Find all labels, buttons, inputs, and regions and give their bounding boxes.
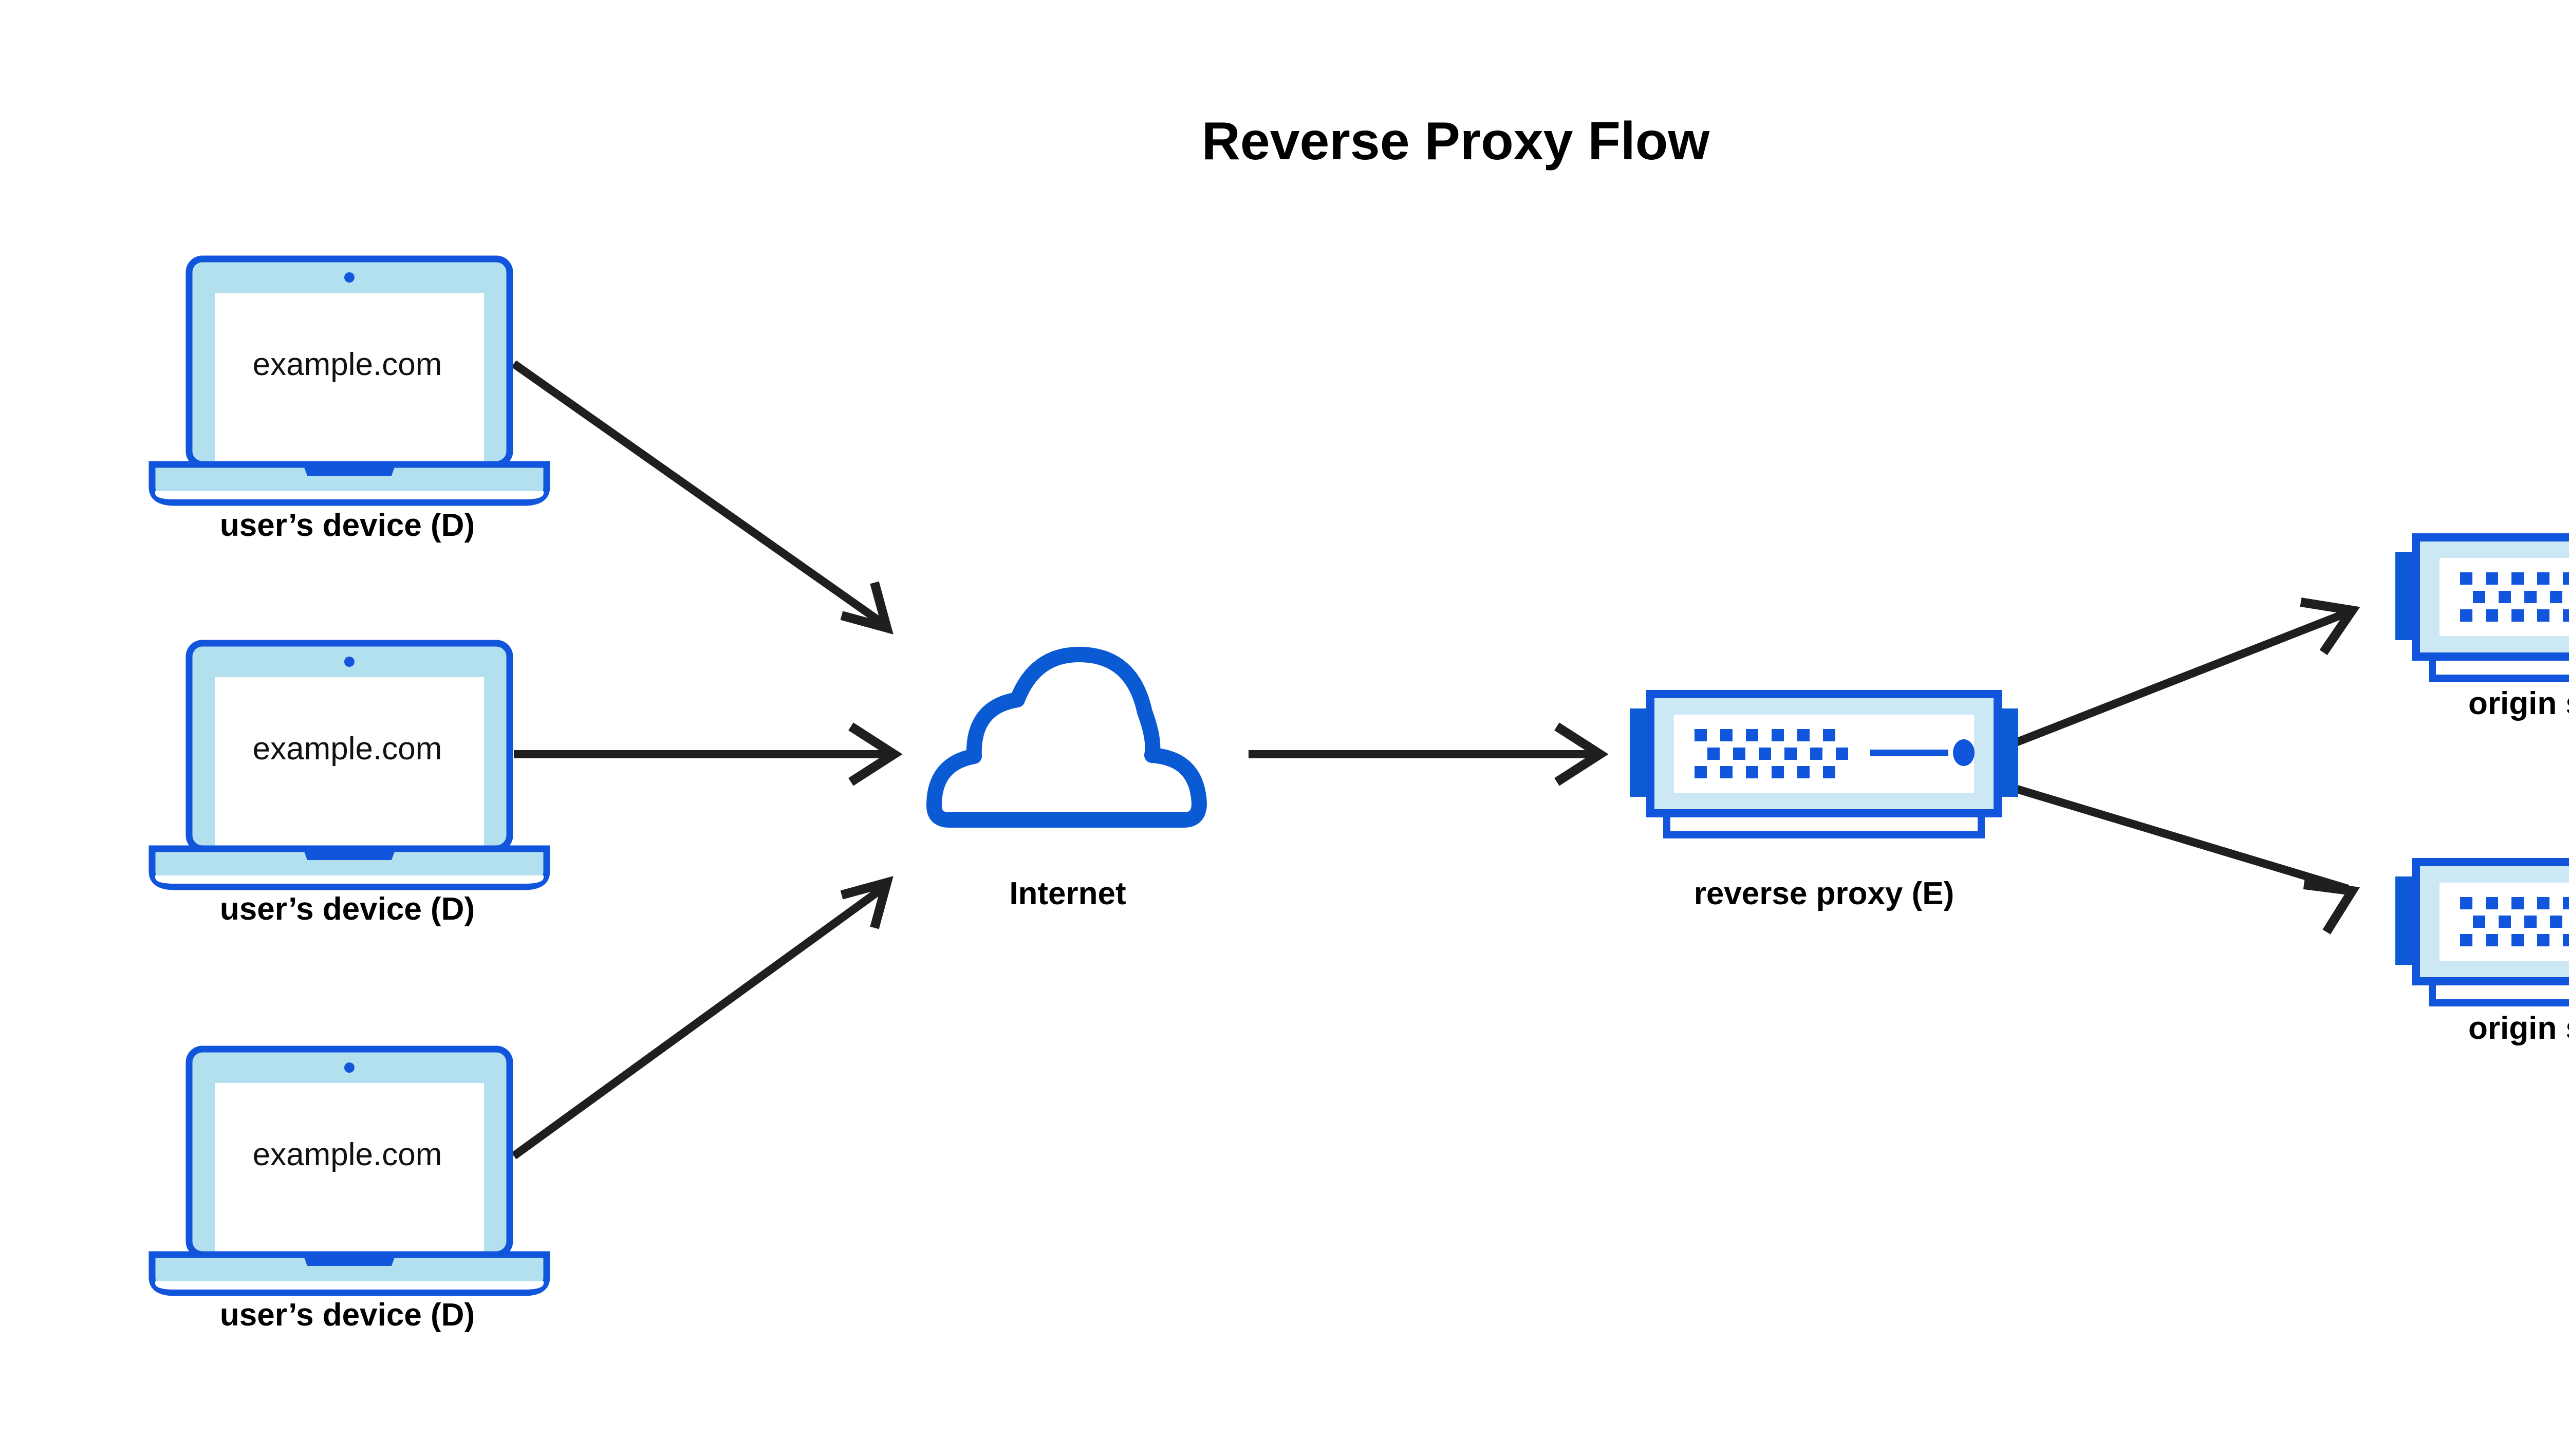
edge-proxy-to-origin-top <box>2005 598 2360 750</box>
edge-client-top-to-internet <box>511 360 893 634</box>
server-icon <box>2395 537 2569 678</box>
origin-server-node-bottom[interactable]: origin server (F) <box>2395 862 2569 1046</box>
server-icon <box>2395 862 2569 1003</box>
origin-server-node-top[interactable]: origin server (F) <box>2395 537 2569 721</box>
edges-layer <box>511 360 2360 1160</box>
edge-client-middle-to-internet <box>514 722 903 786</box>
edge-internet-to-proxy <box>1249 722 1609 786</box>
page-title: Reverse Proxy Flow <box>1202 111 1710 171</box>
client-screen-url: example.com <box>253 731 442 767</box>
client-label: user’s device (D) <box>220 508 475 543</box>
client-node-bottom[interactable]: example.com user’s device (D) <box>152 1049 547 1333</box>
edge-proxy-to-origin-bottom <box>2005 782 2360 935</box>
client-label: user’s device (D) <box>220 1297 475 1333</box>
edge-client-bottom-to-internet <box>511 876 893 1160</box>
server-icon <box>1630 694 2018 835</box>
cloud-icon <box>934 655 1199 820</box>
client-node-top[interactable]: example.com user’s device (D) <box>152 259 547 543</box>
client-node-middle[interactable]: example.com user’s device (D) <box>152 643 547 927</box>
reverse-proxy-node[interactable]: reverse proxy (E) <box>1630 694 2018 911</box>
client-label: user’s device (D) <box>220 891 475 927</box>
client-screen-url: example.com <box>253 1137 442 1172</box>
internet-label: Internet <box>1009 876 1126 911</box>
internet-node[interactable]: Internet <box>934 655 1199 911</box>
origin-server-label: origin server (F) <box>2468 1011 2569 1046</box>
reverse-proxy-label: reverse proxy (E) <box>1694 876 1954 911</box>
client-screen-url: example.com <box>253 347 442 382</box>
origin-server-label: origin server (F) <box>2468 686 2569 721</box>
